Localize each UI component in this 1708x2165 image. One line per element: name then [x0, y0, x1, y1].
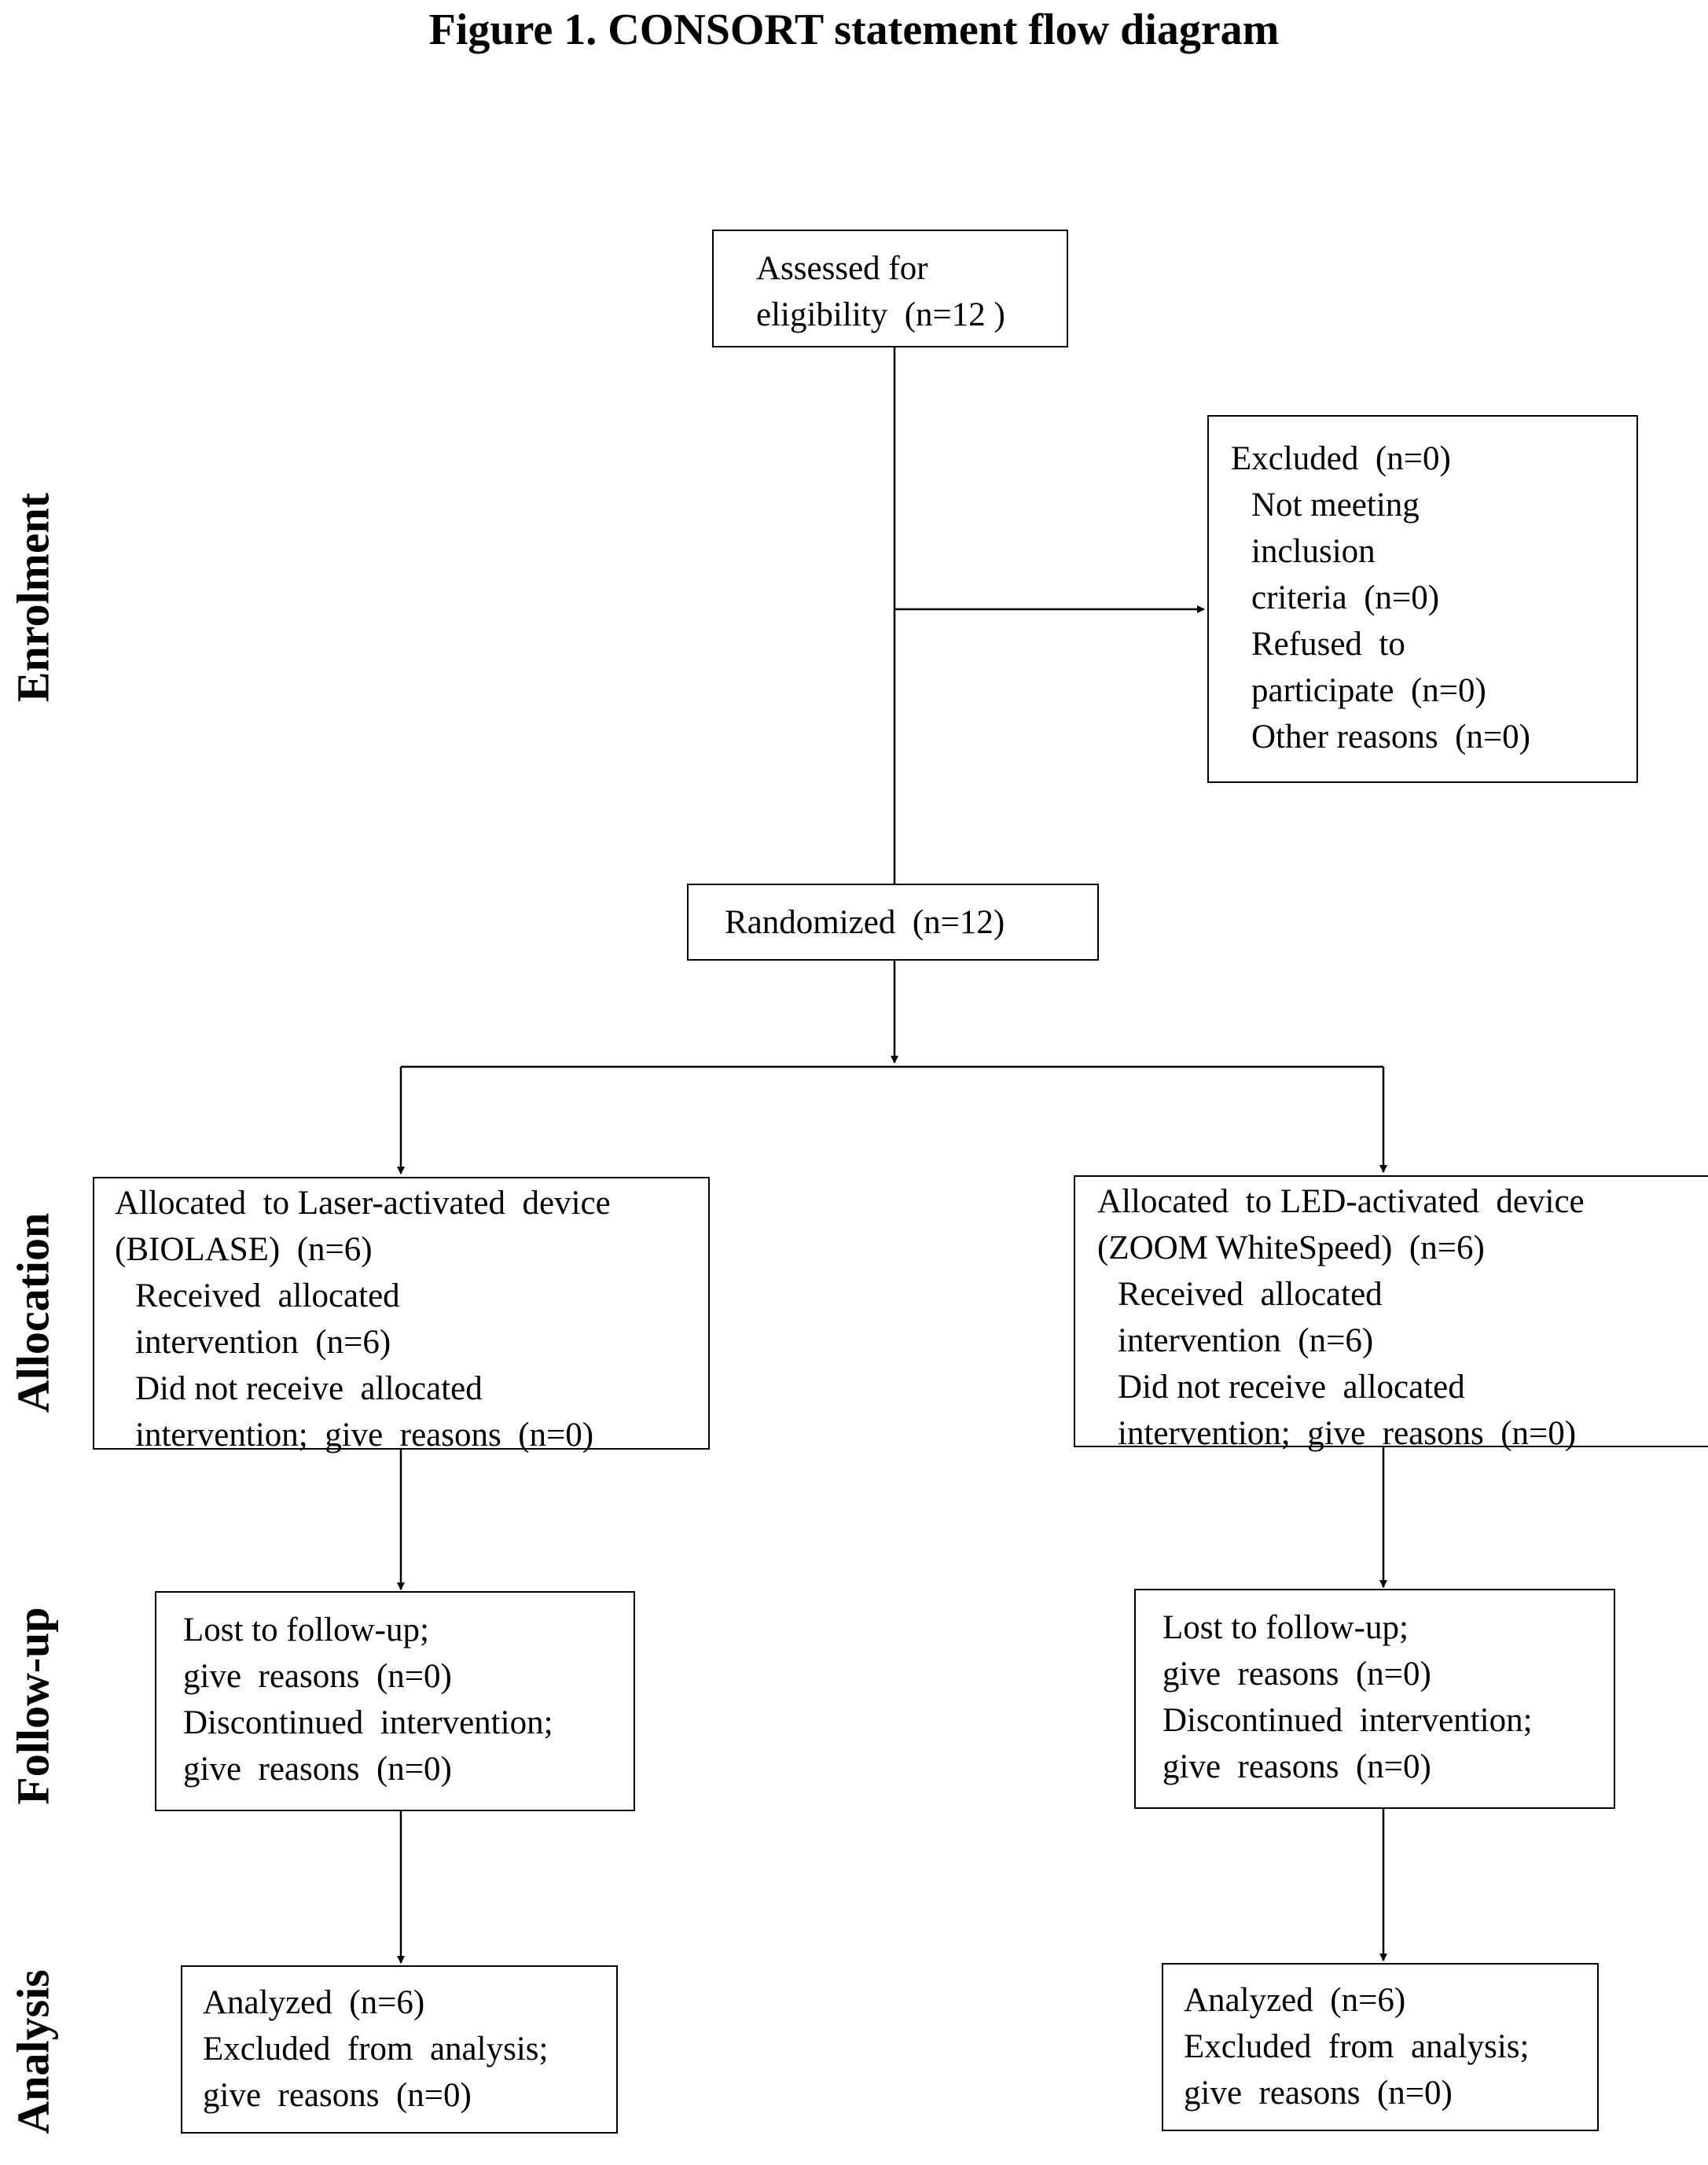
left-analysis-line: give reasons (n=0) [203, 2077, 472, 2114]
randomized-box: Randomized (n=12) [687, 884, 1099, 961]
excluded-item: participate (n=0) [1251, 672, 1486, 709]
right-allocation-box: Allocated to LED-activated device (ZOOM … [1074, 1175, 1708, 1452]
right-allocation-item: Received allocated [1118, 1276, 1383, 1313]
left-follow-up-line: Lost to follow-up; [183, 1612, 429, 1649]
right-follow-up-line: Discontinued intervention; [1163, 1702, 1533, 1739]
excluded-item: Not meeting [1251, 487, 1420, 524]
right-analysis-line: give reasons (n=0) [1184, 2075, 1453, 2112]
left-analysis-line: Analyzed (n=6) [203, 1984, 425, 2021]
right-allocation-item: intervention (n=6) [1118, 1322, 1374, 1359]
excluded-item: Other reasons (n=0) [1251, 719, 1531, 755]
left-allocation-item: Did not receive allocated [135, 1370, 483, 1407]
left-follow-up-line: give reasons (n=0) [183, 1751, 452, 1788]
right-analysis-line: Excluded from analysis; [1184, 2028, 1530, 2065]
right-analysis-line: Analyzed (n=6) [1184, 1982, 1406, 2019]
left-follow-up-line: Discontinued intervention; [183, 1704, 553, 1741]
excluded-item: criteria (n=0) [1251, 579, 1440, 616]
assessed-eligibility-box: Assessed for eligibility (n=12 ) [712, 230, 1068, 347]
excluded-item: Refused to [1251, 626, 1405, 663]
right-follow-up-line: give reasons (n=0) [1163, 1656, 1431, 1693]
right-analysis-box: Analyzed (n=6) Excluded from analysis; g… [1162, 1963, 1599, 2131]
excluded-item: inclusion [1251, 533, 1376, 570]
excluded-box: Excluded (n=0) Not meeting inclusion cri… [1207, 415, 1638, 783]
assessed-line-2: eligibility (n=12 ) [756, 296, 1005, 333]
right-allocation-item: intervention; give reasons (n=0) [1118, 1415, 1577, 1452]
figure-title: Figure 1. CONSORT statement flow diagram [428, 6, 1280, 54]
assessed-line-1: Assessed for [756, 250, 928, 287]
excluded-heading: Excluded (n=0) [1231, 440, 1451, 477]
right-allocation-heading-line-1: Allocated to LED-activated device [1097, 1183, 1585, 1220]
left-analysis-line: Excluded from analysis; [203, 2031, 549, 2068]
left-follow-up-line: give reasons (n=0) [183, 1658, 452, 1695]
left-analysis-box: Analyzed (n=6) Excluded from analysis; g… [181, 1965, 618, 2134]
right-follow-up-box: Lost to follow-up; give reasons (n=0) Di… [1134, 1589, 1615, 1809]
right-allocation-heading-line-2: (ZOOM WhiteSpeed) (n=6) [1097, 1230, 1485, 1266]
right-follow-up-line: Lost to follow-up; [1163, 1609, 1409, 1646]
right-allocation-item: Did not receive allocated [1118, 1369, 1465, 1406]
randomized-label: Randomized (n=12) [725, 904, 1005, 941]
left-allocation-box: Allocated to Laser-activated device (BIO… [93, 1177, 710, 1454]
right-follow-up-line: give reasons (n=0) [1163, 1748, 1431, 1785]
left-allocation-item: intervention; give reasons (n=0) [135, 1417, 594, 1454]
left-allocation-item: Received allocated [135, 1277, 400, 1314]
left-follow-up-box: Lost to follow-up; give reasons (n=0) Di… [155, 1591, 635, 1811]
left-allocation-item: intervention (n=6) [135, 1324, 391, 1361]
left-allocation-heading-line-1: Allocated to Laser-activated device [115, 1185, 611, 1222]
left-allocation-heading-line-2: (BIOLASE) (n=6) [115, 1231, 373, 1268]
